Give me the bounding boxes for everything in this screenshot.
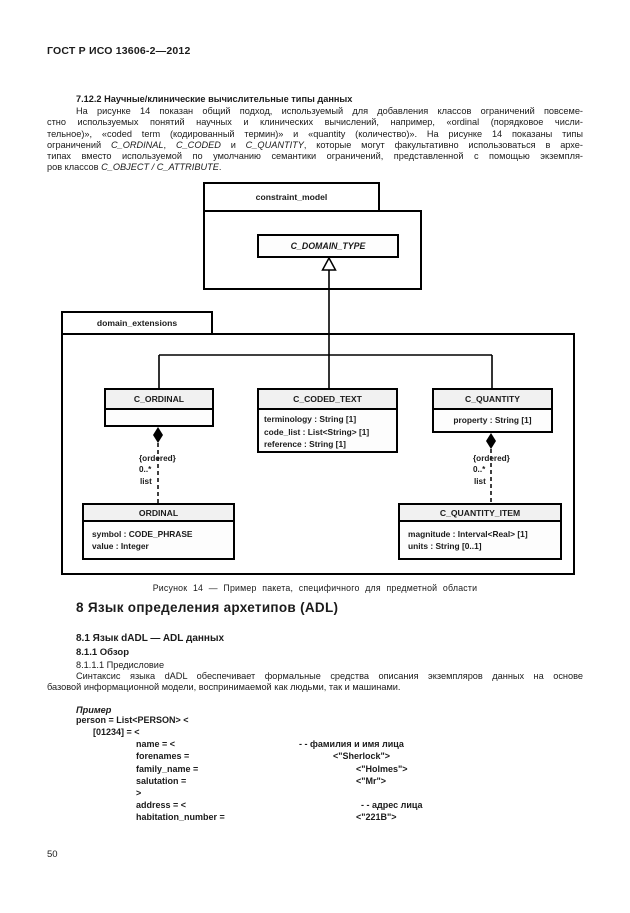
paragraph-line: тельное)», «coded term (кодированный тер… — [47, 128, 583, 139]
attribute-row: magnitude : Interval<Real> [1] — [408, 529, 528, 539]
class-c-ordinal: C_ORDINAL — [104, 388, 214, 427]
paragraph-line: На рисунке 14 показан общий подход, испо… — [76, 106, 583, 116]
paragraph-line: ограничений C_ORDINAL, C_CODED и C_QUANT… — [47, 139, 583, 150]
class-c-domain-type: C_DOMAIN_TYPE — [257, 234, 399, 258]
code-text: person = List<PERSON> < — [76, 715, 189, 725]
class-c-quantity: C_QUANTITY property : String [1] — [432, 388, 553, 433]
link-constraint-label: {ordered} — [139, 454, 176, 463]
code-line: forenames = <"Sherlock"> — [0, 751, 630, 763]
code-line: person = List<PERSON> < — [0, 715, 630, 727]
package-name-label: constraint_model — [255, 192, 328, 202]
code-line: > — [0, 788, 630, 800]
section-8-1-1-1-heading: 8.1.1.1 Предисловие — [76, 660, 165, 670]
attribute-row: value : Integer — [92, 541, 149, 551]
attribute-row: symbol : CODE_PHRASE — [92, 529, 193, 539]
code-line: habitation_number = <"221B"> — [0, 812, 630, 824]
paragraph-line: базовой информационной модели, восприним… — [47, 682, 401, 693]
package-name-label: domain_extensions — [96, 318, 178, 328]
attribute-row: code_list : List<String> [1] — [264, 426, 370, 437]
section-7-12-2-paragraph: На рисунке 14 показан общий подход, испо… — [47, 106, 583, 174]
section-7-12-2-heading: 7.12.2 Научные/клинические вычислительны… — [76, 94, 353, 104]
code-line: salutation = <"Mr"> — [0, 776, 630, 788]
link-constraint-label: {ordered} — [473, 454, 510, 463]
doc-code-header: ГОСТ Р ИСО 13606-2—2012 — [47, 45, 191, 57]
class-header: C_ORDINAL — [106, 390, 212, 410]
section-8-1-1-heading: 8.1.1 Обзор — [76, 647, 129, 658]
code-line: address = < - - адрес лица — [0, 800, 630, 812]
code-text: forenames = — [136, 751, 190, 761]
example-label: Пример — [76, 705, 112, 715]
class-name-label: C_DOMAIN_TYPE — [290, 241, 366, 251]
paragraph-line: Синтаксис языка dADL обеспечивает формал… — [76, 671, 583, 681]
link-role-label: list — [140, 477, 152, 486]
figure-caption: Рисунок 14 — Пример пакета, специфичного… — [152, 583, 478, 593]
code-value: <"Sherlock"> — [333, 751, 391, 761]
paragraph-line: типах вместо используемой по умолчанию с… — [47, 151, 583, 162]
class-c-coded-text: C_CODED_TEXT terminology : String [1] co… — [257, 388, 398, 453]
attribute-row: terminology : String [1] — [264, 414, 357, 424]
class-attributes: magnitude : Interval<Real> [1] units : S… — [400, 522, 560, 552]
link-multiplicity-label: 0..* — [473, 465, 486, 474]
code-comment: - - адрес лица — [361, 800, 423, 810]
code-line: name = < - - фамилия и имя лица — [0, 739, 630, 751]
code-value: <"221B"> — [356, 812, 397, 822]
section-8-title: 8 Язык определения архетипов (ADL) — [76, 600, 339, 615]
code-value: <"Mr"> — [356, 776, 387, 786]
section-8-paragraph: Синтаксис языка dADL обеспечивает формал… — [47, 671, 583, 694]
class-attributes: symbol : CODE_PHRASE value : Integer — [84, 522, 233, 552]
code-text: name = < — [136, 739, 176, 749]
code-text: salutation = — [136, 776, 187, 786]
code-value: <"Holmes"> — [356, 764, 408, 774]
section-8-1-heading: 8.1 Язык dADL — ADL данных — [76, 633, 225, 644]
paragraph-line: ров классов C_OBJECT / C_ATTRIBUTE. — [47, 162, 222, 173]
package-constraint-model-tab: constraint_model — [203, 182, 380, 212]
link-role-label: list — [474, 477, 486, 486]
code-text: habitation_number = — [136, 812, 225, 822]
code-line: [01234] = < — [0, 727, 630, 739]
class-header: C_QUANTITY_ITEM — [400, 505, 560, 522]
class-attributes-empty — [106, 410, 212, 413]
code-text: family_name = — [136, 764, 199, 774]
code-text: address = < — [136, 800, 187, 810]
paragraph-line: стно используемых понятий научных и клин… — [47, 117, 583, 128]
class-header: C_QUANTITY — [434, 390, 551, 410]
code-comment: - - фамилия и имя лица — [299, 739, 404, 749]
attribute-row: reference : String [1] — [264, 439, 346, 450]
class-header: ORDINAL — [84, 505, 233, 522]
attribute-row: property : String [1] — [453, 415, 532, 425]
link-multiplicity-label: 0..* — [139, 465, 152, 474]
attribute-row: units : String [0..1] — [408, 541, 482, 551]
class-c-quantity-item: C_QUANTITY_ITEM magnitude : Interval<Rea… — [398, 503, 562, 560]
code-line: family_name = <"Holmes"> — [0, 764, 630, 776]
class-ordinal: ORDINAL symbol : CODE_PHRASE value : Int… — [82, 503, 235, 560]
package-domain-extensions-tab: domain_extensions — [61, 311, 213, 335]
class-attributes: terminology : String [1] code_list : Lis… — [259, 410, 396, 451]
class-header: C_CODED_TEXT — [259, 390, 396, 410]
code-text: [01234] = < — [93, 727, 140, 737]
code-text: > — [136, 788, 142, 798]
page-number: 50 — [47, 849, 58, 860]
class-attributes: property : String [1] — [434, 410, 551, 427]
